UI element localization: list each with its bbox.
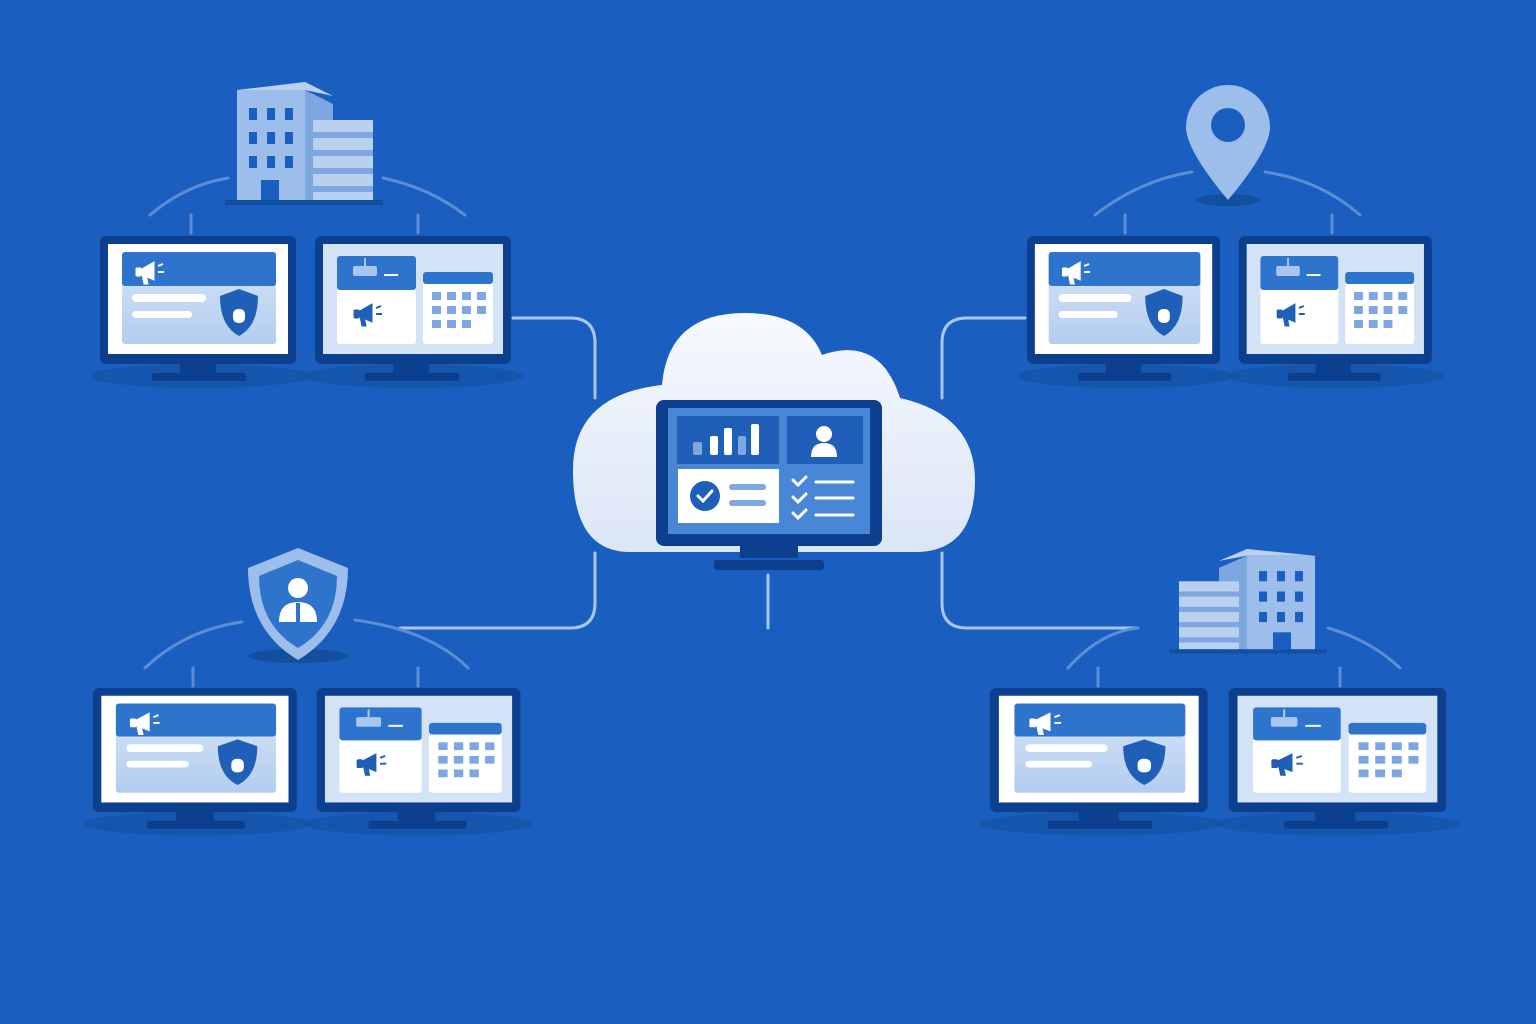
cloud-hub — [573, 313, 975, 570]
connector-top-left — [511, 316, 597, 400]
connectors — [398, 316, 1140, 630]
checklist-icon — [791, 475, 855, 521]
connector-bottom-left — [398, 551, 597, 630]
user-shield-icon — [248, 548, 348, 663]
connector-bottom-right — [940, 551, 1140, 630]
bar-chart-icon — [693, 424, 759, 455]
site-arcs — [143, 170, 1402, 688]
check-circle-icon — [690, 481, 720, 511]
hub-monitor — [656, 400, 882, 570]
map-pin-icon — [1186, 85, 1270, 206]
connector-top-right — [940, 316, 1027, 400]
user-icon — [811, 426, 837, 457]
